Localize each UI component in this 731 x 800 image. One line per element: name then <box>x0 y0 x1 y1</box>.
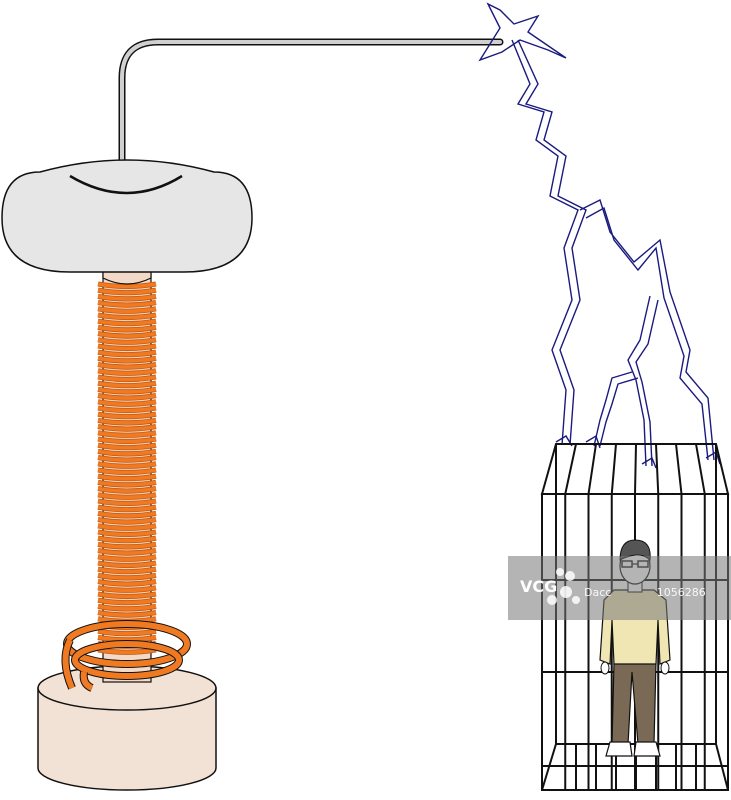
winding-turn-highlight <box>97 325 157 332</box>
winding-turn-highlight <box>97 393 157 400</box>
winding-turn-highlight <box>97 635 157 642</box>
winding-turn-highlight <box>97 530 157 537</box>
winding-turn-highlight <box>97 468 157 475</box>
cage-top-bar <box>564 443 577 495</box>
primary-coil <box>61 620 191 692</box>
winding-turn-highlight <box>97 369 157 376</box>
winding-turn-highlight <box>97 307 157 314</box>
winding-turn-highlight <box>97 387 157 394</box>
winding-turn-highlight <box>97 449 157 456</box>
winding-turn-highlight <box>97 573 157 580</box>
winding-turn-highlight <box>97 455 157 462</box>
winding-turn-highlight <box>97 629 157 636</box>
cage-top-bar <box>610 443 617 495</box>
winding-turn-highlight <box>97 282 157 289</box>
winding-turn-highlight <box>97 350 157 357</box>
winding-turn-highlight <box>97 505 157 512</box>
winding-turn-highlight <box>97 338 157 345</box>
winding-turn-highlight <box>97 474 157 481</box>
discharge-rod <box>118 38 504 194</box>
winding-turn-highlight <box>97 493 157 500</box>
winding-turn-highlight <box>97 356 157 363</box>
winding-turn-highlight <box>97 598 157 605</box>
winding-turn-highlight <box>97 610 157 617</box>
winding-turn-highlight <box>97 524 157 531</box>
watermark-brand: VCG <box>520 577 557 596</box>
winding-turn-highlight <box>97 579 157 586</box>
cage-top-bar <box>695 443 706 495</box>
winding-turn-highlight <box>97 486 157 493</box>
winding-turn-highlight <box>97 331 157 338</box>
winding-turn-highlight <box>97 536 157 543</box>
winding-turn-highlight <box>97 400 157 407</box>
watermark-caption: Dacc 1056286 <box>584 586 706 599</box>
winding-turn-highlight <box>97 499 157 506</box>
winding-turn-highlight <box>97 567 157 574</box>
coil-base <box>37 665 217 791</box>
winding-turn-highlight <box>97 294 157 301</box>
lightning-arcs <box>478 2 721 469</box>
cage-top-bar <box>587 443 597 495</box>
winding-turn-highlight <box>97 319 157 326</box>
winding-turn-highlight <box>97 362 157 369</box>
winding-turn-highlight <box>97 406 157 413</box>
winding-turn-highlight <box>97 586 157 593</box>
toroid-top-load <box>1 159 253 285</box>
cage-top-bar <box>655 443 660 495</box>
vcg-logo-icon <box>547 568 580 605</box>
watermark: VCG Dacc 1056286 <box>508 556 731 620</box>
winding-turn-highlight <box>97 431 157 438</box>
winding-turn-highlight <box>97 555 157 562</box>
winding-turn-highlight <box>97 437 157 444</box>
winding-turn-highlight <box>97 648 157 655</box>
winding-turn-highlight <box>97 511 157 518</box>
winding-turn-highlight <box>97 300 157 307</box>
winding-turn-highlight <box>97 418 157 425</box>
winding-turn-highlight <box>97 443 157 450</box>
cage-top-bar <box>675 443 683 495</box>
winding-turn-highlight <box>97 517 157 524</box>
winding-turn-highlight <box>97 548 157 555</box>
winding-turn-highlight <box>97 604 157 611</box>
winding-turn-highlight <box>97 288 157 295</box>
winding-turn-highlight <box>97 480 157 487</box>
winding-turn-highlight <box>97 375 157 382</box>
winding-turn-highlight <box>97 542 157 549</box>
winding-turn-highlight <box>97 313 157 320</box>
winding-turn-highlight <box>97 462 157 469</box>
winding-turn-highlight <box>97 344 157 351</box>
winding-turn-highlight <box>97 412 157 419</box>
winding-turn-highlight <box>97 381 157 388</box>
winding-turn-highlight <box>97 561 157 568</box>
winding-turn-highlight <box>97 592 157 599</box>
cage-top-bar <box>634 443 637 495</box>
winding-turn-highlight <box>97 424 157 431</box>
